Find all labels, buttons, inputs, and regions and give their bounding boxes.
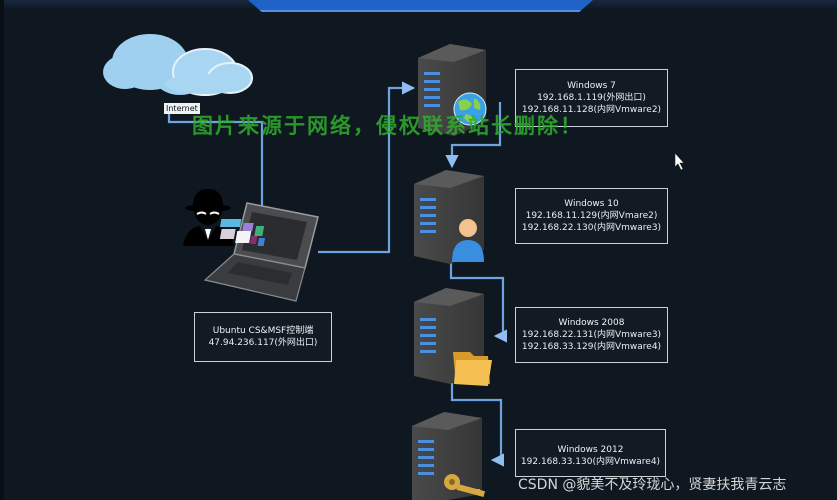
- node-ip: 192.168.22.131(内网Vmware3): [521, 330, 662, 340]
- node-info-win10: Windows 10 192.168.11.129(内网Vmare2) 192.…: [515, 188, 668, 244]
- node-ip: 192.168.11.128(内网Vmware2): [521, 105, 662, 115]
- cloud-icon: [103, 34, 253, 96]
- credit-text: CSDN @貌美不及玲珑心，贤妻扶我青云志: [518, 477, 787, 493]
- connector-win2008-win2012: [450, 383, 504, 467]
- node-info-win2008: Windows 2008 192.168.22.131(内网Vmware3) 1…: [515, 307, 668, 363]
- key-icon: [444, 474, 486, 498]
- node-title: Windows 10: [564, 199, 619, 209]
- node-title: Windows 2008: [558, 318, 625, 328]
- title-bar: [248, 0, 593, 12]
- laptop-icon: [203, 202, 319, 302]
- node-ip: 192.168.33.130(内网Vmware4): [520, 457, 661, 467]
- node-title: Windows 2012: [557, 445, 624, 455]
- attacker-info-box: Ubuntu CS&MSF控制端 47.94.236.117(外网出口): [194, 312, 332, 362]
- connectors: [167, 81, 507, 467]
- node-info-win2012: Windows 2012 192.168.33.130(内网Vmware4): [515, 429, 666, 477]
- node-info-win7: Windows 7 192.168.1.119(外网出口) 192.168.11…: [515, 69, 668, 127]
- attacker-title: Ubuntu CS&MSF控制端: [212, 326, 314, 336]
- globe-icon: [453, 92, 487, 126]
- server-win2012-icon: [412, 412, 482, 500]
- node-ip: 192.168.33.129(内网Vmware4): [521, 342, 662, 352]
- node-ip: 192.168.22.130(内网Vmware3): [521, 223, 662, 233]
- node-ip: 192.168.1.119(外网出口): [537, 93, 646, 103]
- connector-win10-win2008: [449, 262, 507, 343]
- watermark-text: 图片来源于网络，侵权联系站长删除！: [192, 114, 583, 138]
- user-icon: [452, 219, 484, 262]
- attacker-ip: 47.94.236.117(外网出口): [208, 338, 318, 348]
- connector-win7-win10: [445, 102, 502, 169]
- connector-attacker-win7: [318, 81, 416, 254]
- mouse-cursor-icon: [674, 152, 685, 171]
- connector-internet-attacker: [167, 112, 264, 208]
- hacker-icon: [183, 189, 234, 246]
- folder-icon: [453, 352, 492, 386]
- node-ip: 192.168.11.129(内网Vmare2): [525, 211, 658, 221]
- left-edge: [0, 0, 4, 500]
- node-title: Windows 7: [567, 81, 616, 91]
- internet-label: Internet: [164, 103, 200, 114]
